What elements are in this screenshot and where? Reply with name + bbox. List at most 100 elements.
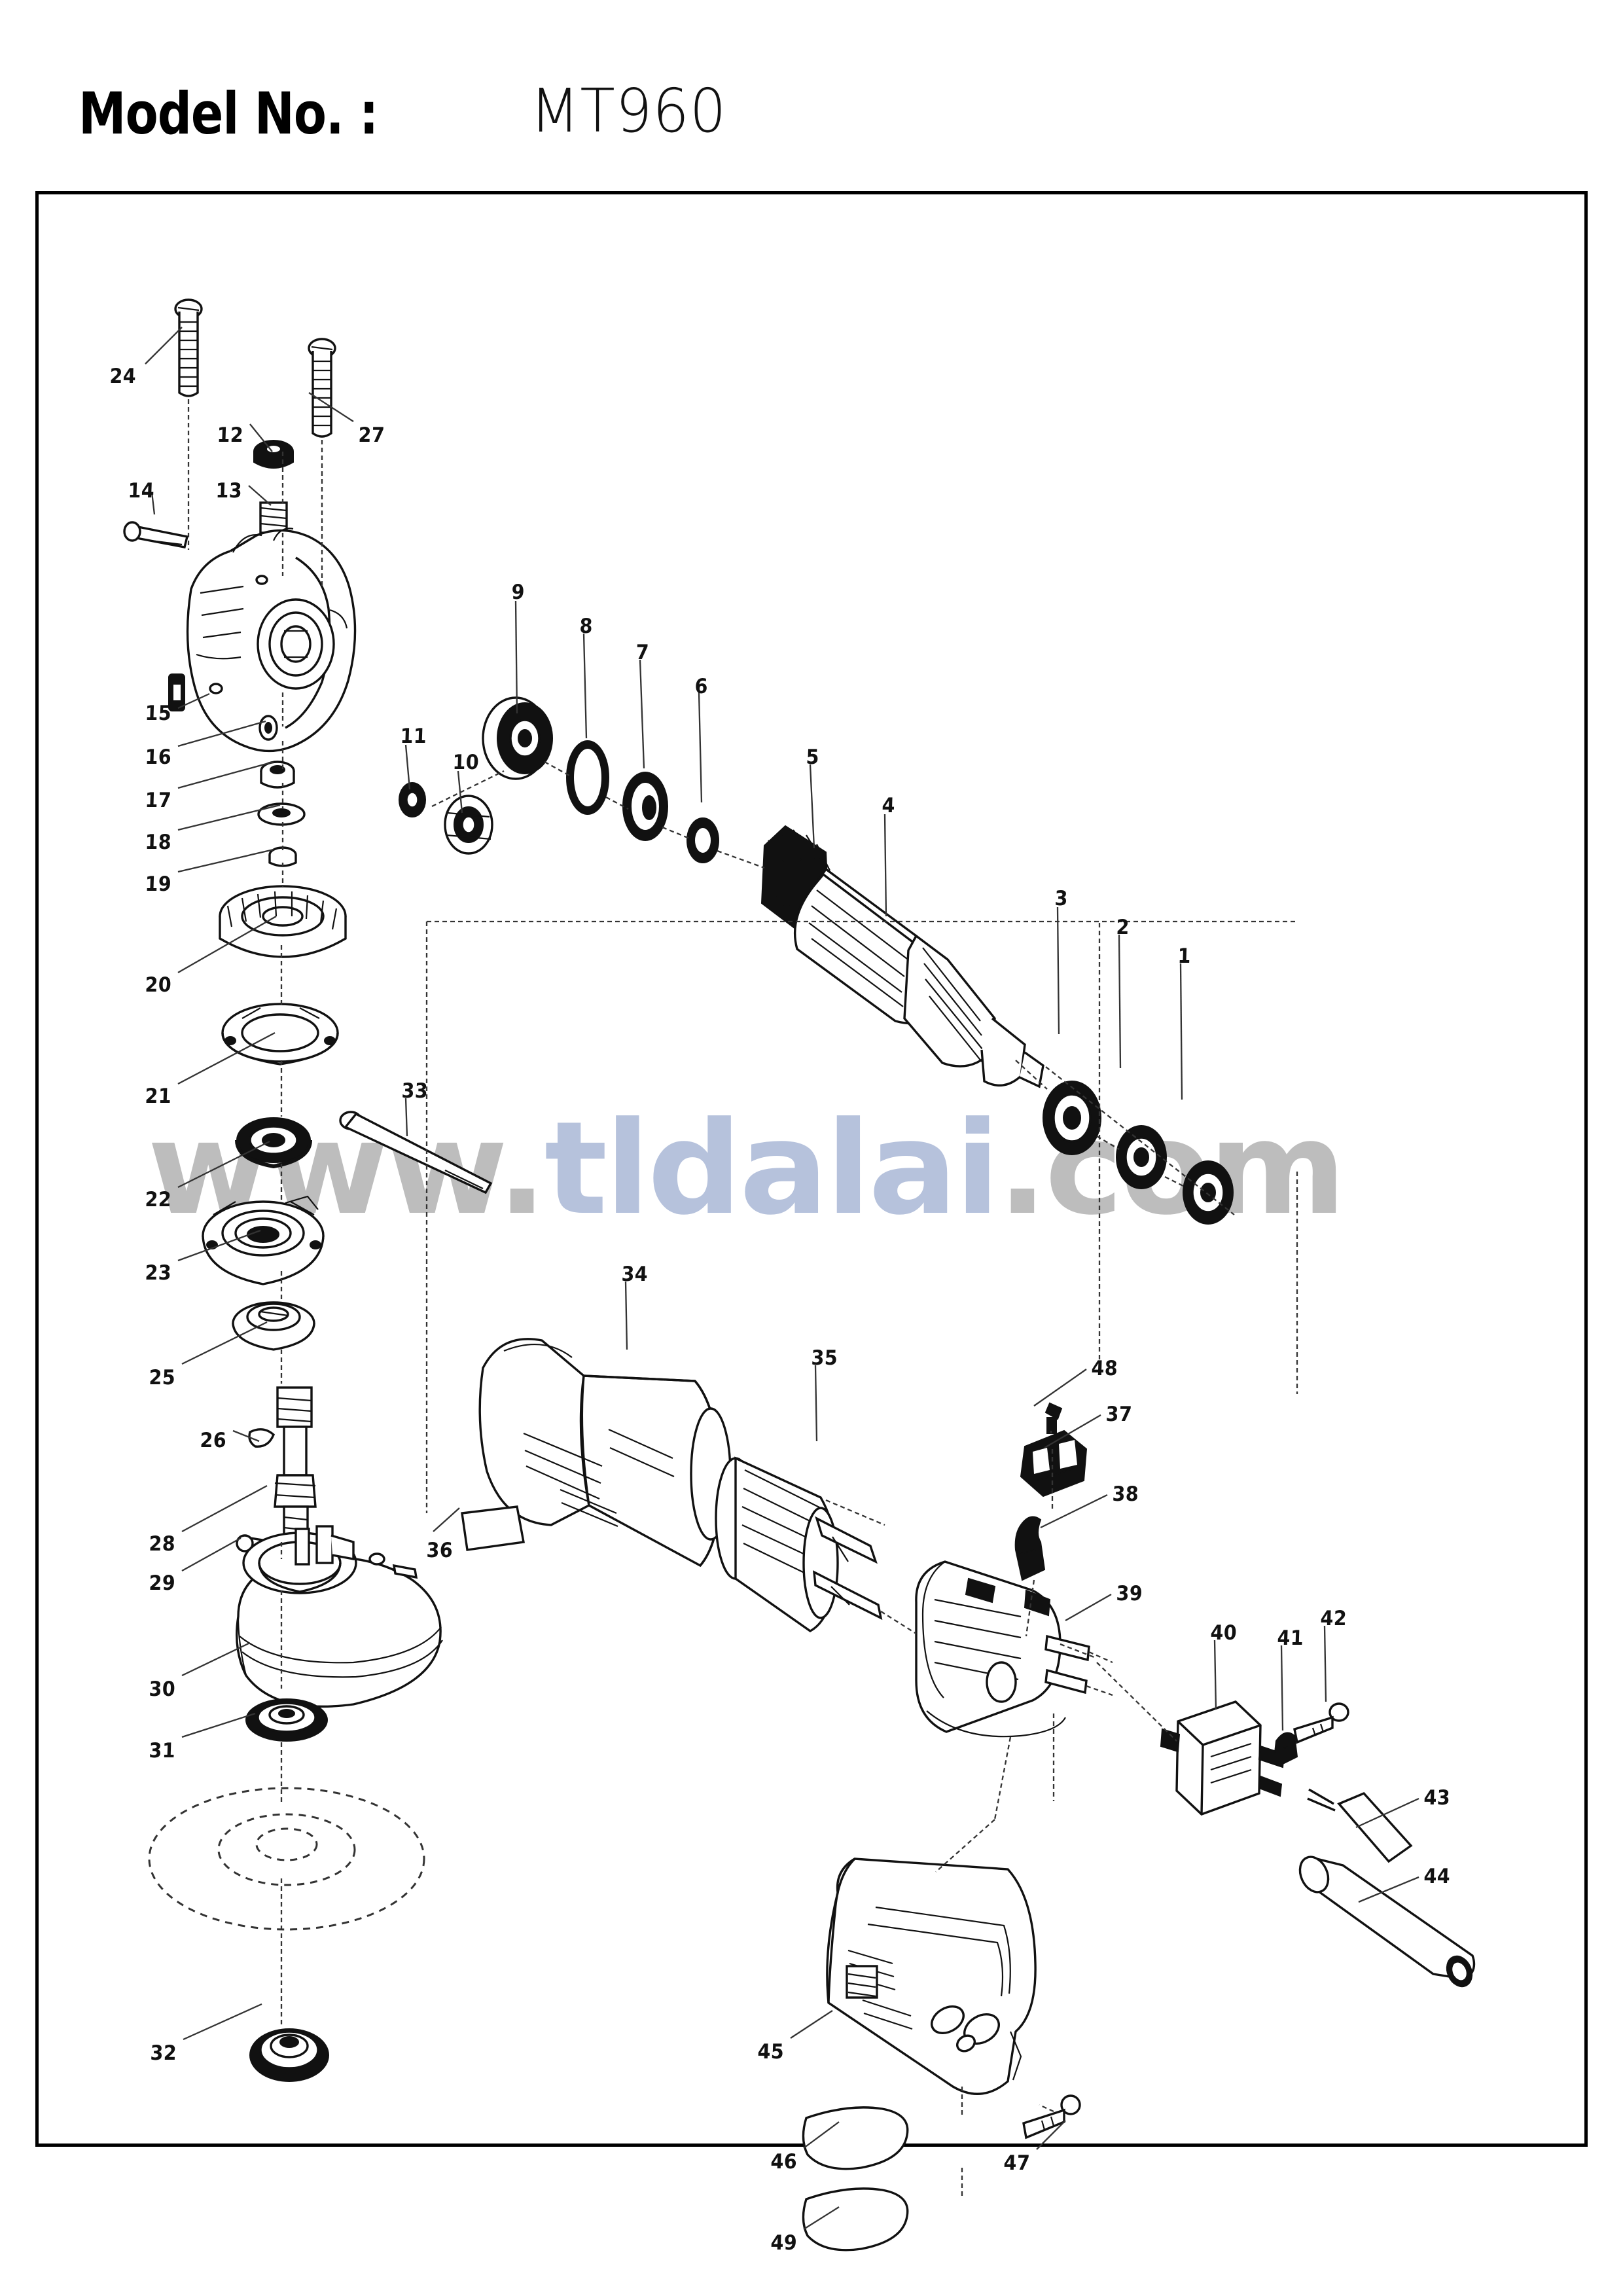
leader-line-1 (1179, 963, 1183, 1100)
callout-number-10: 10 (452, 751, 480, 774)
assembly-reference-lines (187, 399, 1298, 2199)
part-25-flange (232, 1301, 315, 1351)
callout-number-13: 13 (215, 479, 243, 503)
leader-line-28 (181, 1484, 268, 1533)
callout-number-11: 11 (399, 725, 427, 748)
leader-line-4 (883, 814, 887, 917)
callout-number-33: 33 (401, 1079, 429, 1103)
page-title-model-number: MT960 (530, 76, 727, 146)
callout-number-39: 39 (1115, 1582, 1143, 1605)
page-title-label: Model No. : (79, 80, 378, 147)
part-37-brush-holder (1020, 1429, 1088, 1498)
leader-line-33 (404, 1098, 408, 1137)
leader-line-9 (514, 600, 518, 714)
part-27-screw (308, 338, 336, 438)
leader-line-37 (1044, 1414, 1101, 1448)
part-23-bearing-box (202, 1195, 325, 1285)
callout-number-45: 45 (757, 2040, 785, 2064)
leader-line-40 (1213, 1640, 1217, 1710)
part-31-inner-flange (245, 1698, 328, 1742)
part-2-bearing (1116, 1125, 1167, 1189)
callout-number-16: 16 (144, 745, 172, 769)
callout-leader-lines (145, 327, 1419, 2230)
leader-line-43 (1355, 1797, 1419, 1829)
reference-grinding-wheel (148, 1787, 425, 1931)
part-42-screw (1293, 1702, 1349, 1744)
leader-line-13 (248, 485, 272, 506)
callout-number-6: 6 (694, 675, 709, 698)
part-16-ring (259, 715, 278, 741)
part-15-pin (168, 673, 185, 711)
part-34-motor-housing (478, 1338, 732, 1568)
callout-number-36: 36 (425, 1539, 454, 1562)
callout-number-27: 27 (357, 423, 385, 447)
part-3-bearing (1043, 1081, 1101, 1155)
callout-number-46: 46 (770, 2150, 798, 2174)
part-10-bearing (444, 795, 493, 855)
leader-line-5 (809, 764, 815, 849)
callout-number-24: 24 (109, 365, 137, 388)
leader-line-25 (181, 1321, 268, 1365)
leader-line-36 (433, 1507, 460, 1532)
callout-number-37: 37 (1105, 1403, 1133, 1426)
leader-line-11 (404, 744, 411, 790)
part-14-bolt (123, 521, 189, 548)
callout-number-25: 25 (148, 1366, 176, 1390)
part-40-switch (1160, 1700, 1285, 1816)
part-28-spindle (274, 1386, 317, 1542)
callout-number-49: 49 (770, 2231, 798, 2255)
callout-number-7: 7 (635, 641, 650, 664)
callout-number-3: 3 (1054, 887, 1069, 910)
callout-number-29: 29 (148, 1571, 176, 1595)
leader-line-17 (177, 761, 274, 789)
part-6-washer (687, 817, 719, 863)
leader-line-44 (1358, 1876, 1419, 1903)
callout-number-34: 34 (620, 1263, 649, 1286)
part-26-key (248, 1428, 276, 1448)
leader-line-32 (183, 2003, 262, 2041)
part-22-bearing (235, 1117, 312, 1169)
part-35-stator (715, 1456, 883, 1632)
callout-number-21: 21 (144, 1085, 172, 1108)
part-44-cord-guard (1298, 1856, 1476, 1988)
leader-line-46 (803, 2121, 840, 2149)
part-24-screw (174, 298, 203, 397)
callout-number-23: 23 (144, 1261, 172, 1285)
part-13-spring (259, 501, 288, 534)
part-45-handle-cover (826, 1857, 1037, 2095)
callout-number-32: 32 (149, 2041, 177, 2065)
leader-line-6 (698, 692, 703, 803)
part-30-wheel-guard (236, 1525, 443, 1708)
leader-line-23 (177, 1229, 261, 1262)
callout-number-4: 4 (881, 794, 896, 817)
callout-number-35: 35 (810, 1346, 838, 1370)
callout-number-26: 26 (199, 1429, 227, 1452)
leader-line-20 (177, 916, 277, 973)
callout-number-8: 8 (579, 615, 594, 638)
leader-line-34 (624, 1281, 628, 1350)
leader-line-42 (1323, 1625, 1327, 1702)
part-49-gasket (802, 2187, 909, 2251)
leader-line-48 (1033, 1369, 1087, 1407)
part-39-rear-housing (915, 1560, 1090, 1738)
leader-line-26 (232, 1429, 260, 1443)
callout-number-30: 30 (148, 1677, 176, 1701)
leader-line-29 (181, 1537, 241, 1572)
callout-number-15: 15 (144, 702, 172, 725)
callout-number-47: 47 (1003, 2151, 1031, 2175)
part-36-name-plate (461, 1505, 525, 1551)
part-47-screw (1022, 2094, 1081, 2140)
leader-line-14 (151, 492, 156, 515)
callout-number-5: 5 (805, 745, 820, 769)
part-11-ring (399, 782, 426, 817)
callout-number-20: 20 (144, 973, 172, 997)
leader-line-21 (177, 1031, 276, 1085)
leader-line-30 (181, 1641, 251, 1677)
part-41-lever (1274, 1732, 1298, 1765)
callout-number-41: 41 (1276, 1626, 1304, 1650)
part-17-bushing (260, 761, 295, 789)
callout-number-1: 1 (1177, 944, 1192, 968)
callout-number-19: 19 (144, 872, 172, 896)
part-18-washer (257, 802, 306, 826)
